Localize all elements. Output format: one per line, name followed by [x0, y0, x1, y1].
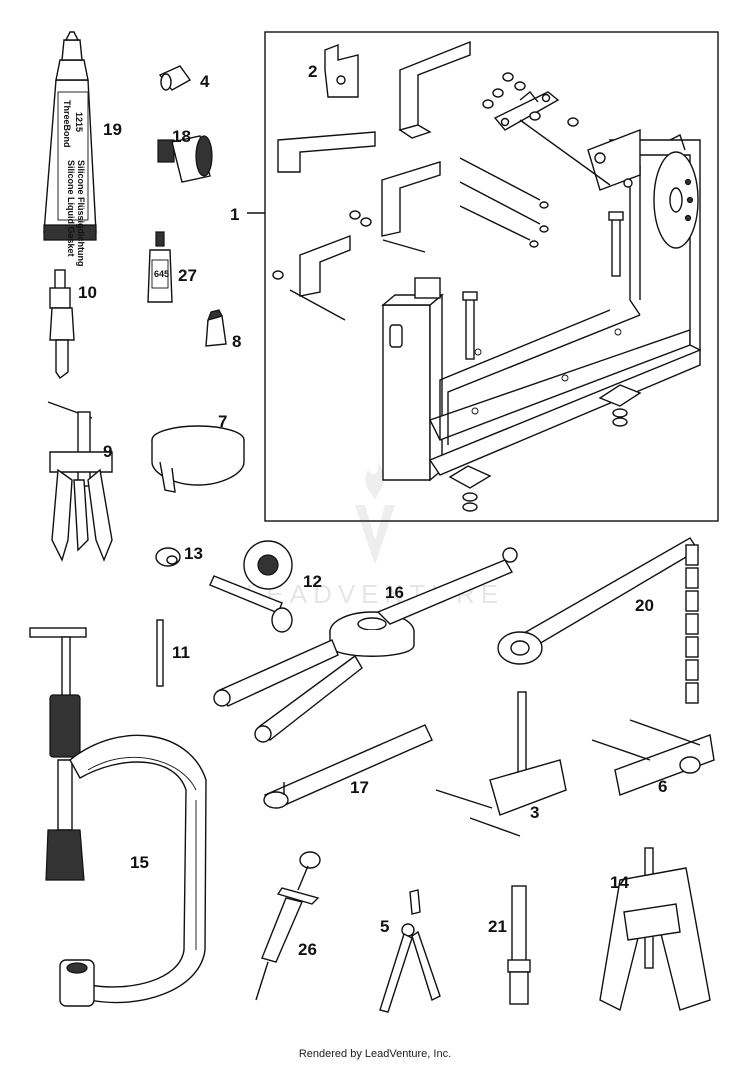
item-13-cap: 13: [155, 544, 203, 567]
callout-15: 15: [130, 853, 149, 872]
callout-27: 27: [178, 266, 197, 285]
callout-5: 5: [380, 917, 389, 936]
callout-18: 18: [172, 127, 191, 146]
callout-6: 6: [658, 777, 667, 796]
chain: [685, 544, 699, 704]
nuts-washers: [272, 72, 579, 280]
callout-4: 4: [200, 72, 210, 91]
callout-19: 19: [103, 120, 122, 139]
callout-21: 21: [488, 917, 507, 936]
callout-10: 10: [78, 283, 97, 302]
item-6-special-tool: 6: [591, 719, 715, 796]
callout-16: 16: [385, 583, 404, 602]
item-8-sleeve: 8: [205, 309, 241, 351]
item-14-puller: 14: [599, 847, 711, 1012]
item-5-pliers: 5: [379, 889, 441, 1013]
callout-2: 2: [308, 62, 317, 81]
tube-desc-1: Silicone Liquid Gasket: [66, 160, 76, 257]
callout-12: 12: [303, 572, 322, 591]
item-4-plug: 4: [158, 65, 210, 91]
item-3-chain-riveter: 3: [435, 691, 567, 837]
item-10-puller: 10: [49, 269, 97, 380]
callout-11: 11: [172, 643, 190, 662]
item-11-pin: 11: [156, 619, 190, 687]
callout-17: 17: [350, 778, 369, 797]
callout-26: 26: [298, 940, 317, 959]
bottle-label: 645: [154, 269, 169, 279]
tube-brand: ThreeBond: [62, 100, 72, 148]
item-16-holder: 16: [213, 547, 518, 743]
item-15-valve-spring-compressor: 15: [29, 627, 207, 1007]
item-20-chain-holder: 20: [497, 537, 699, 704]
item-26-syringe: 26: [255, 851, 321, 1001]
item-18-adapter: 18: [157, 127, 213, 183]
callout-7: 7: [218, 412, 227, 431]
item-7-ring: 7: [151, 412, 245, 493]
callout-9: 9: [103, 442, 112, 461]
tube-desc-2: Silicone Flüssigdichtung: [76, 160, 86, 267]
callout-3: 3: [530, 803, 539, 822]
callout-13: 13: [184, 544, 203, 563]
engine-stand-kit: 1 2: [230, 31, 719, 522]
threebond-sealant-tube: ThreeBond 1215 Silicone Liquid Gasket Si…: [43, 31, 122, 267]
callout-20: 20: [635, 596, 654, 615]
item-21-hex-tool: 21: [488, 885, 531, 1005]
item-17-pin-wrench: 17: [263, 724, 433, 809]
callout-14: 14: [610, 873, 629, 892]
footer-credit: Rendered by LeadVenture, Inc.: [298, 1048, 452, 1060]
item-9-bearing-puller: 9: [47, 401, 113, 562]
callout-8: 8: [232, 332, 241, 351]
item-12-spacer-bolt: 12: [209, 540, 322, 633]
tube-number: 1215: [74, 112, 84, 132]
item-27-bottle: 645 27: [147, 231, 197, 303]
callout-1: 1: [230, 205, 239, 224]
threaded-rods: [289, 119, 611, 321]
